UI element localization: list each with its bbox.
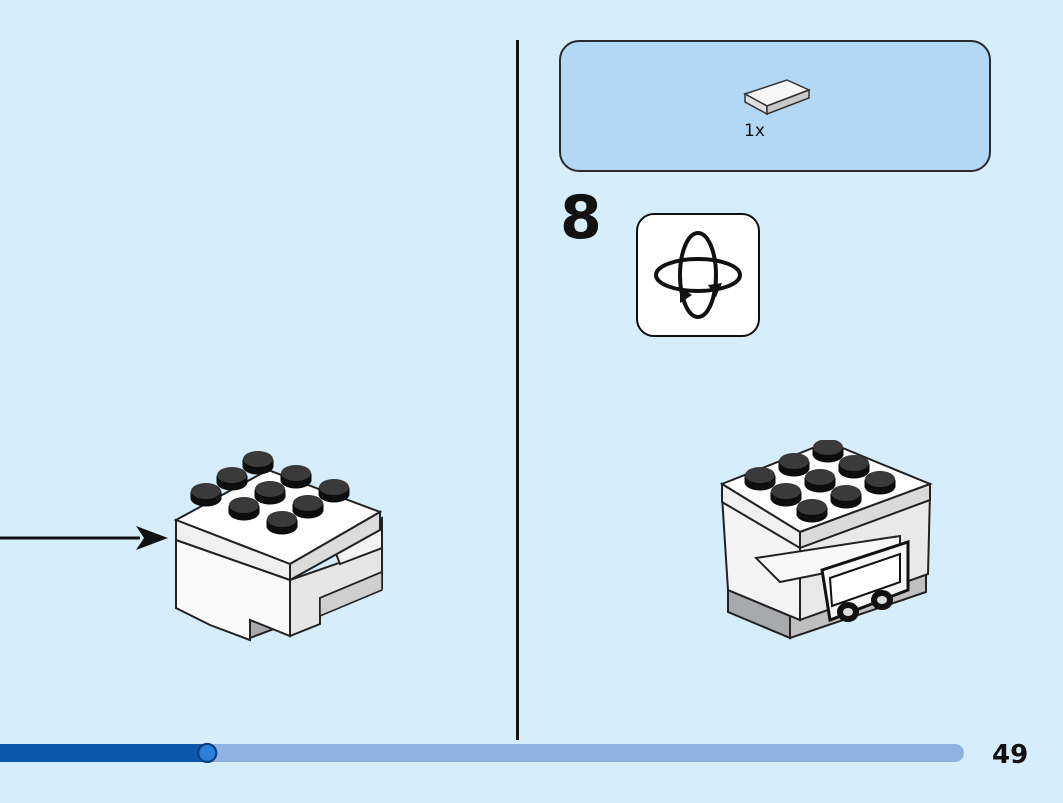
arrow-icon (0, 526, 168, 550)
step-number: 8 (560, 183, 602, 253)
part-quantity: 1x (744, 121, 765, 141)
progress-fill (0, 744, 208, 762)
rotate-model-icon (654, 231, 742, 319)
page-number: 49 (992, 740, 1029, 770)
progress-knob-ring (197, 743, 218, 763)
current-step-model (719, 440, 933, 640)
white-flat-tile-1x2-icon (743, 79, 811, 116)
parts-callout: 1x (559, 40, 991, 172)
progress-bar (0, 743, 964, 763)
previous-step-model (0, 451, 383, 642)
rotate-instruction-box (636, 213, 760, 337)
page-divider (516, 40, 519, 740)
progress-track (0, 744, 964, 762)
